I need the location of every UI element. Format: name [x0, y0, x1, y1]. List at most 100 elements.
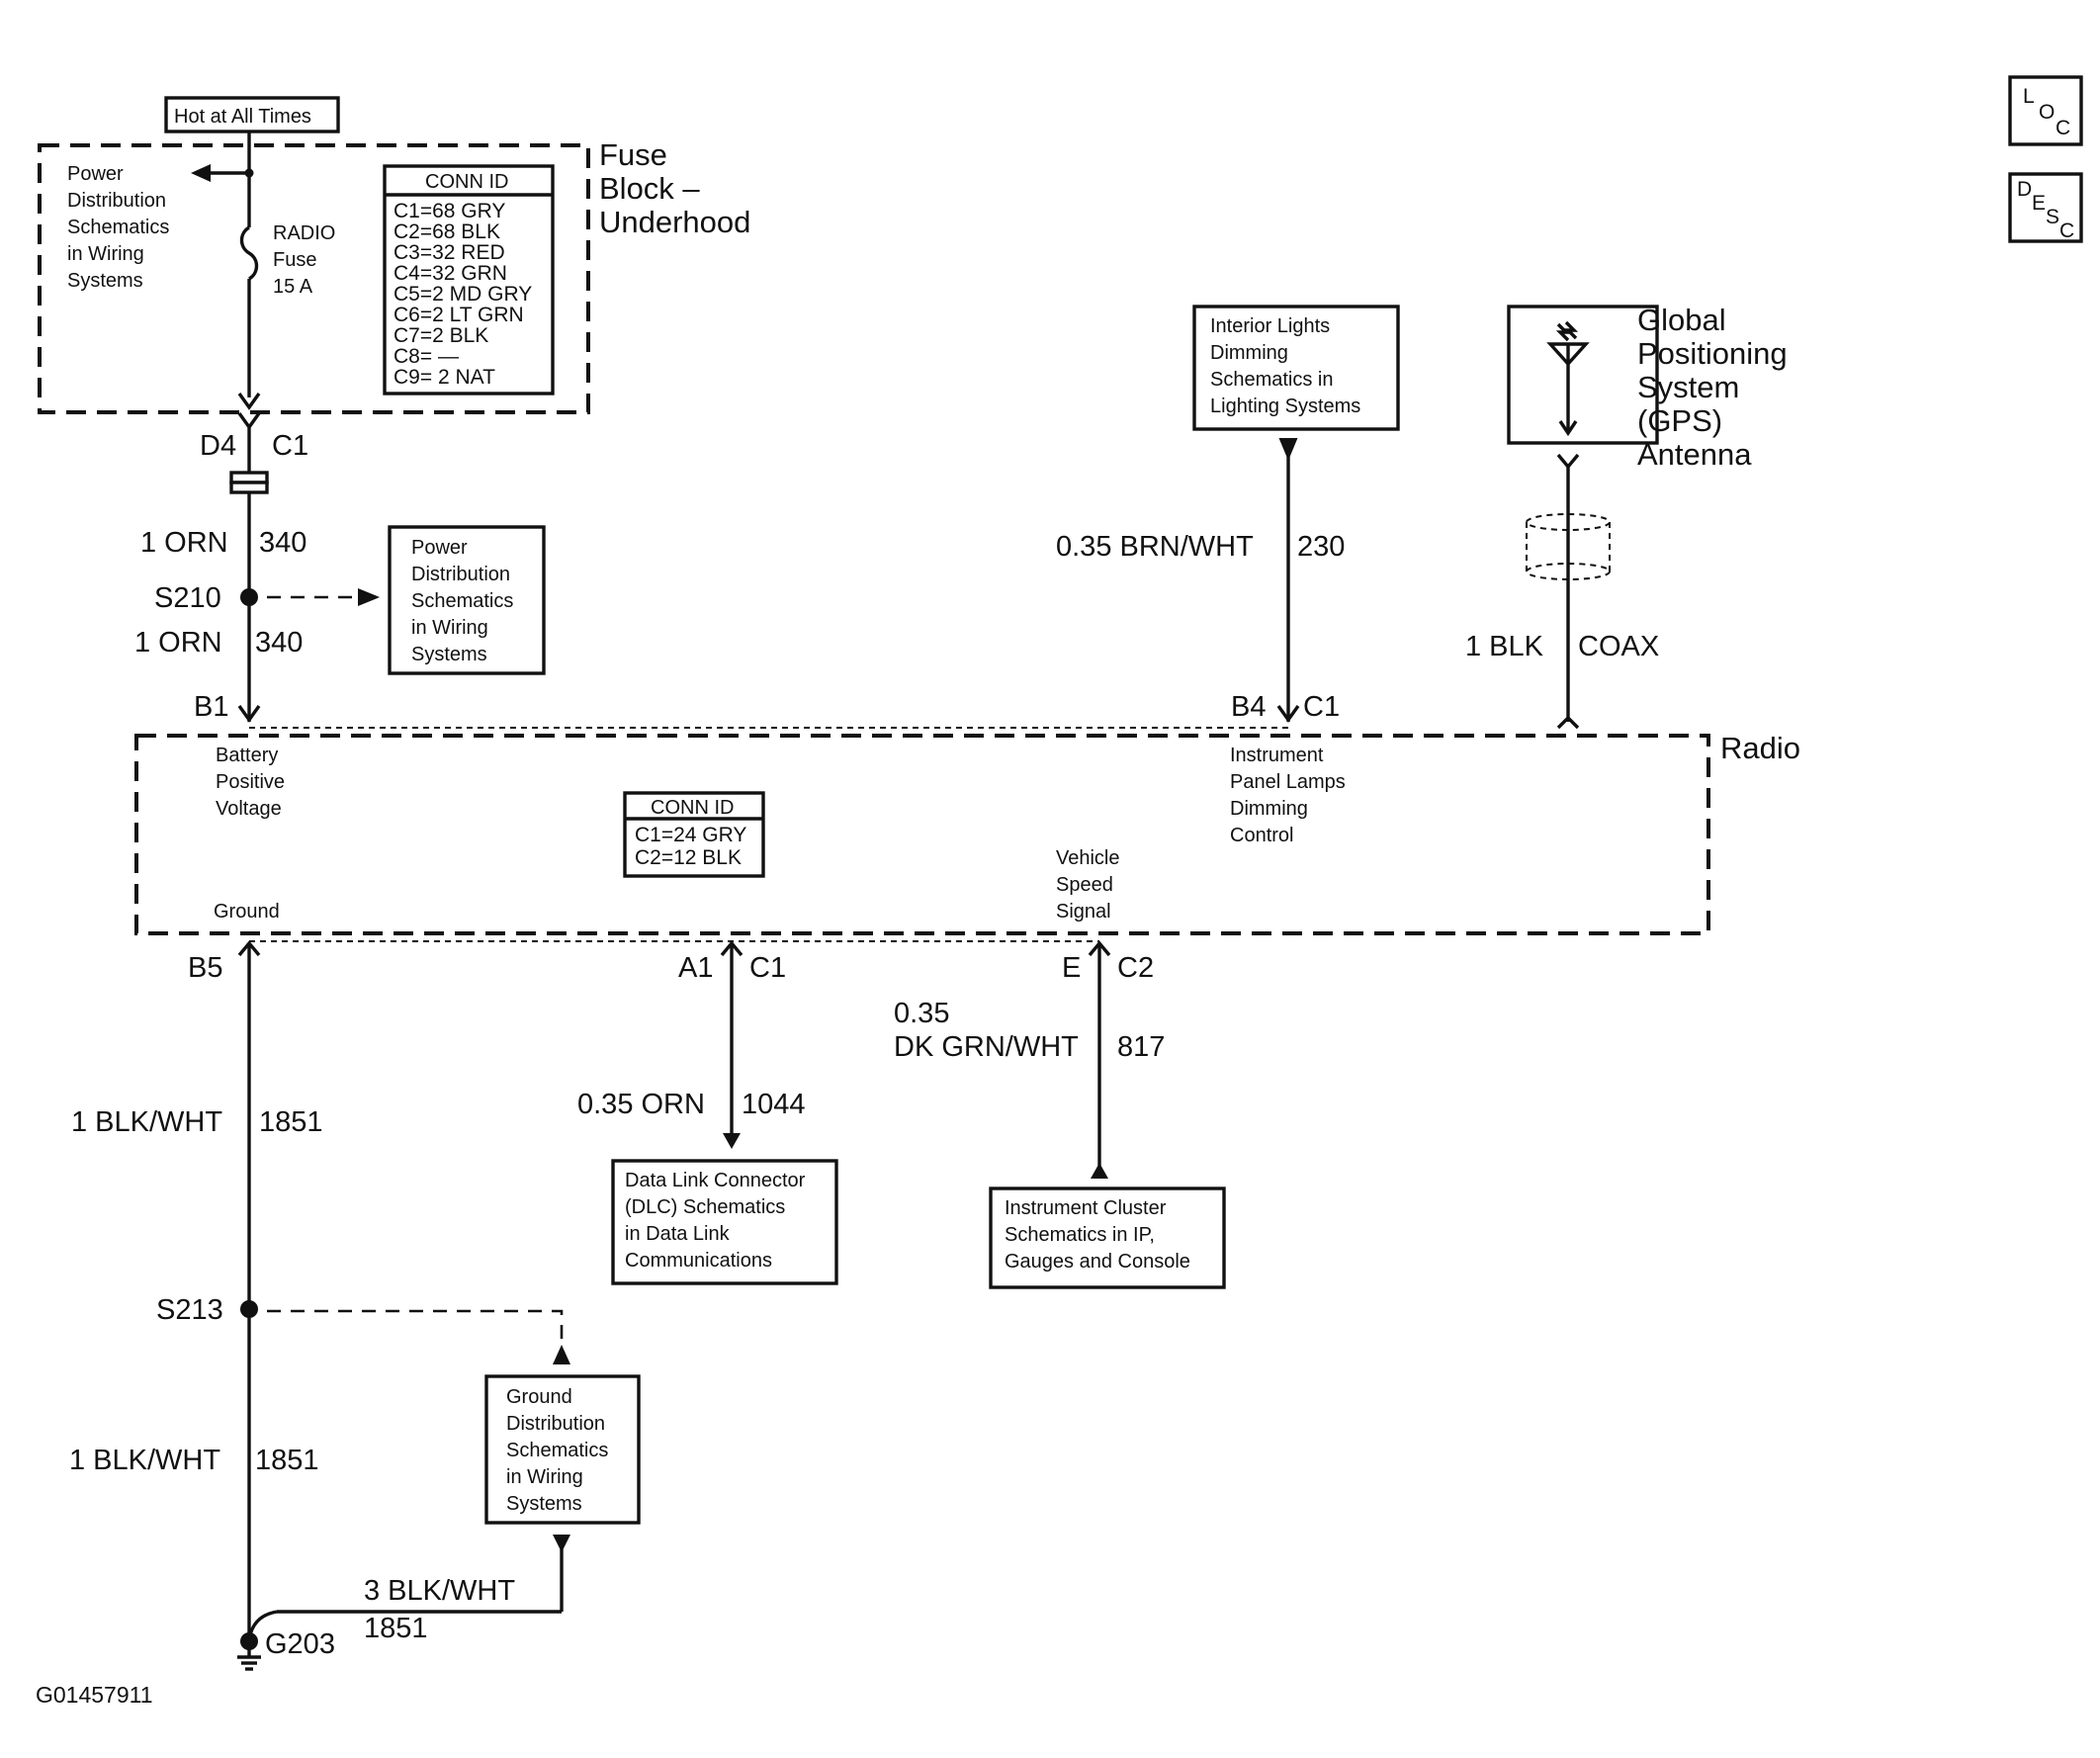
- svg-text:Panel Lamps: Panel Lamps: [1230, 771, 1346, 793]
- b4-pin-label: B4: [1231, 691, 1266, 723]
- svg-text:RADIO: RADIO: [273, 222, 335, 244]
- loc-button[interactable]: L O C: [2008, 75, 2083, 146]
- svg-text:C2=12 BLK: C2=12 BLK: [635, 846, 742, 869]
- ground-g203: G203: [237, 1628, 335, 1671]
- svg-text:Schematics: Schematics: [506, 1440, 608, 1461]
- desc-letter-2: E: [2032, 192, 2046, 215]
- desc-letter-4: C: [2059, 220, 2074, 242]
- radio-component: Radio Battery Positive Voltage Ground CO…: [134, 727, 1800, 942]
- hot-at-all-times-label: Hot at All Times: [164, 96, 340, 133]
- panel-lamps-dimming-label: Instrument Panel Lamps Dimming Control: [1230, 745, 1346, 846]
- radio-conn-id-box: CONN ID C1=24 GRY C2=12 BLK: [623, 791, 765, 878]
- wire-1851: [237, 940, 261, 1639]
- svg-text:C2=68 BLK: C2=68 BLK: [394, 220, 500, 243]
- b1-pin-label: B1: [194, 691, 228, 723]
- power-note: Power Distribution Schematics in Wiring …: [67, 163, 169, 292]
- svg-text:S210: S210: [154, 582, 221, 614]
- svg-text:Control: Control: [1230, 825, 1293, 846]
- e-pin-label: E: [1062, 952, 1081, 984]
- wire-1851-size-3: 3 BLK/WHT: [364, 1575, 515, 1607]
- gps-title-2: Positioning: [1637, 336, 1788, 371]
- loc-letter-3: C: [2056, 117, 2070, 139]
- svg-text:Schematics: Schematics: [411, 590, 513, 612]
- svg-text:Battery: Battery: [216, 745, 278, 766]
- wire-340-size-1: 1 ORN: [140, 527, 228, 559]
- wire-340-circuit-1: 340: [259, 527, 306, 559]
- figure-id: G01457911: [36, 1682, 153, 1708]
- svg-text:C4=32 GRN: C4=32 GRN: [394, 262, 507, 285]
- svg-text:Vehicle: Vehicle: [1056, 847, 1120, 869]
- svg-text:CONN ID: CONN ID: [651, 797, 734, 819]
- fuse-block-title-3: Underhood: [599, 205, 750, 239]
- svg-text:Communications: Communications: [625, 1250, 772, 1272]
- fuse-conn-id-box: CONN ID C1=68 GRY C2=68 BLK C3=32 RED C4…: [383, 164, 555, 396]
- battery-positive-voltage-label: Battery Positive Voltage: [216, 745, 285, 820]
- radio-title: Radio: [1720, 731, 1800, 765]
- vehicle-speed-signal-label: Vehicle Speed Signal: [1056, 847, 1120, 923]
- svg-text:Dimming: Dimming: [1210, 342, 1288, 364]
- instrument-cluster-box[interactable]: Instrument Cluster Schematics in IP, Gau…: [989, 1187, 1226, 1289]
- svg-text:Voltage: Voltage: [216, 798, 282, 820]
- gps-title-4: (GPS): [1637, 403, 1722, 438]
- svg-text:in Wiring: in Wiring: [506, 1466, 583, 1488]
- d4-pin-label: D4: [200, 430, 236, 462]
- svg-text:Positive: Positive: [216, 771, 285, 793]
- svg-text:in Wiring: in Wiring: [411, 617, 488, 639]
- e-connector-label: C2: [1117, 952, 1154, 984]
- wire-340-size-2: 1 ORN: [134, 627, 222, 659]
- svg-text:Schematics: Schematics: [67, 217, 169, 238]
- c1-connector-top: [237, 412, 261, 430]
- svg-text:in Wiring: in Wiring: [67, 243, 144, 265]
- svg-text:Gauges and Console: Gauges and Console: [1005, 1251, 1190, 1273]
- svg-text:C9= 2 NAT: C9= 2 NAT: [394, 366, 495, 389]
- fuse-block-title-2: Block –: [599, 171, 700, 206]
- a1-connector-label: C1: [749, 952, 786, 984]
- svg-text:Systems: Systems: [411, 644, 487, 665]
- svg-text:Distribution: Distribution: [67, 190, 166, 212]
- svg-text:C6=2 LT GRN: C6=2 LT GRN: [394, 304, 524, 326]
- svg-text:in Data Link: in Data Link: [625, 1223, 731, 1245]
- svg-text:Power: Power: [411, 537, 468, 559]
- fuse-block-title-1: Fuse: [599, 137, 667, 172]
- wire-1851-size-2: 1 BLK/WHT: [69, 1445, 220, 1476]
- svg-text:Distribution: Distribution: [411, 564, 510, 585]
- splice-s213: S213: [156, 1294, 570, 1364]
- svg-text:Instrument Cluster: Instrument Cluster: [1005, 1197, 1167, 1219]
- svg-text:C7=2 BLK: C7=2 BLK: [394, 324, 488, 347]
- svg-text:Fuse: Fuse: [273, 249, 316, 271]
- gps-title-1: Global: [1637, 303, 1726, 337]
- svg-text:Instrument: Instrument: [1230, 745, 1324, 766]
- wire-817: [1088, 940, 1111, 1179]
- ground-distribution-box[interactable]: Ground Distribution Schematics in Wiring…: [484, 1374, 641, 1525]
- wire-817-circuit: 817: [1117, 1031, 1165, 1063]
- svg-text:Dimming: Dimming: [1230, 798, 1308, 820]
- gps-title-3: System: [1637, 370, 1739, 404]
- svg-text:Systems: Systems: [67, 270, 143, 292]
- svg-text:Data Link Connector: Data Link Connector: [625, 1170, 806, 1191]
- power-distribution-box[interactable]: Power Distribution Schematics in Wiring …: [388, 525, 546, 675]
- svg-text:Speed: Speed: [1056, 874, 1113, 896]
- wire-1044-size: 0.35 ORN: [577, 1089, 705, 1120]
- svg-text:C8= —: C8= —: [394, 345, 459, 368]
- fuse-block-underhood: Fuse Block – Underhood Power Distributio…: [38, 137, 750, 414]
- svg-text:15 A: 15 A: [273, 276, 313, 298]
- loc-letter-2: O: [2039, 101, 2055, 124]
- wire-340: [229, 132, 269, 723]
- svg-text:Power: Power: [67, 163, 124, 185]
- svg-text:C1=24 GRY: C1=24 GRY: [635, 824, 746, 846]
- antenna-icon: [1546, 320, 1590, 437]
- ground-label: Ground: [214, 901, 280, 923]
- b1-connector: [237, 705, 261, 723]
- svg-text:Schematics in: Schematics in: [1210, 369, 1334, 391]
- svg-text:C5=2 MD GRY: C5=2 MD GRY: [394, 283, 532, 306]
- desc-button[interactable]: D E S C: [2008, 172, 2083, 243]
- splice-s210: S210: [154, 582, 380, 614]
- interior-lights-box[interactable]: Interior Lights Dimming Schematics in Li…: [1192, 305, 1400, 431]
- b5-pin-label: B5: [188, 952, 222, 984]
- dlc-box[interactable]: Data Link Connector (DLC) Schematics in …: [611, 1159, 838, 1285]
- gps-title-5: Antenna: [1637, 437, 1752, 472]
- svg-text:G203: G203: [265, 1628, 335, 1660]
- wire-1044-circuit: 1044: [742, 1089, 806, 1120]
- wire-coax-circuit: COAX: [1578, 631, 1659, 662]
